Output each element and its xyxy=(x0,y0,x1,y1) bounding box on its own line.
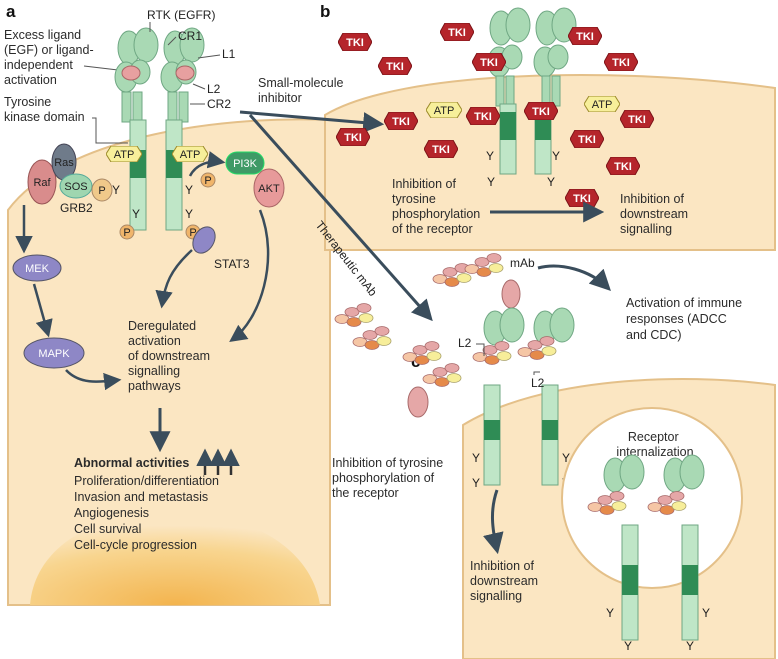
svg-text:TKI: TKI xyxy=(573,193,591,205)
excess-ligand-text: Excess ligand (EGF) or ligand- independe… xyxy=(4,28,97,87)
egfr-receptor-c xyxy=(472,307,575,486)
atp-right-label: ATP xyxy=(180,149,201,161)
internalized-receptors xyxy=(587,454,705,641)
immune-text: Activation of immune responses (ADCC and… xyxy=(626,296,746,342)
l2-c-label-1: L2 xyxy=(458,336,472,350)
svg-text:TKI: TKI xyxy=(532,106,550,118)
y-c-6: Y xyxy=(702,606,710,620)
y-b-4: Y xyxy=(547,175,555,189)
panel-a: a Excess ligand (EGF) or ligand- indepen… xyxy=(4,2,331,606)
cr1-label: CR1 xyxy=(178,29,202,43)
egfr-receptor-right xyxy=(160,27,205,231)
svg-text:TKI: TKI xyxy=(480,57,498,69)
svg-text:TKI: TKI xyxy=(346,37,364,49)
inhibition-receptor-text: Inhibition of tyrosine phosphorylation o… xyxy=(392,177,484,236)
panel-b: b Small-molecule inhibitor Therapeutic m… xyxy=(239,2,776,322)
y-c-5: Y xyxy=(606,606,614,620)
svg-text:TKI: TKI xyxy=(612,57,630,69)
p-right-top: P xyxy=(204,175,211,187)
panel-c: c mAb Activation of immune responses (AD… xyxy=(332,253,776,659)
up-arrows xyxy=(196,448,240,475)
mab-free-6 xyxy=(402,341,442,365)
tyrosine-kinase-label: Tyrosine kinase domain xyxy=(4,95,85,124)
y-c-3: Y xyxy=(472,476,480,490)
cr2-label: CR2 xyxy=(207,97,231,111)
svg-text:TKI: TKI xyxy=(392,116,410,128)
mab-label: mAb xyxy=(510,256,535,270)
inhibition-tyrosine-text: Inhibition of tyrosine phosphorylation o… xyxy=(332,456,447,500)
y-c-8: Y xyxy=(686,639,694,653)
ligand-left xyxy=(121,65,141,81)
raf-label: Raf xyxy=(33,177,51,189)
mapk-label: MAPK xyxy=(38,348,70,360)
y-b-1: Y xyxy=(486,149,494,163)
egfr-receptor-left xyxy=(114,27,159,231)
nucleus-a xyxy=(30,511,320,605)
svg-text:TKI: TKI xyxy=(578,134,596,146)
svg-text:TKI: TKI xyxy=(614,161,632,173)
y-c-1: Y xyxy=(472,451,480,465)
y-b-2: Y xyxy=(552,149,560,163)
svg-text:TKI: TKI xyxy=(386,61,404,73)
y-left-mid: Y xyxy=(132,207,140,221)
pi3k-label: PI3K xyxy=(233,158,258,170)
p-right: P xyxy=(189,227,196,239)
mek-label: MEK xyxy=(25,263,50,275)
l1-label: L1 xyxy=(222,47,236,61)
stat3-label: STAT3 xyxy=(214,257,250,271)
grb2-label: GRB2 xyxy=(60,201,93,215)
mab-free-4 xyxy=(334,303,374,327)
svg-text:TKI: TKI xyxy=(448,27,466,39)
mab-free-7 xyxy=(422,363,462,387)
svg-text:TKI: TKI xyxy=(628,114,646,126)
atp-b-2-label: ATP xyxy=(592,99,613,111)
l2-label: L2 xyxy=(207,82,221,96)
p-grb2: P xyxy=(98,185,105,197)
svg-text:TKI: TKI xyxy=(576,31,594,43)
atp-b-1-label: ATP xyxy=(434,105,455,117)
small-molecule-text: Small-molecule inhibitor xyxy=(258,76,347,105)
panel-b-label: b xyxy=(320,2,330,21)
y-b-3: Y xyxy=(487,175,495,189)
mab-free-5 xyxy=(352,326,392,350)
y-grb2: Y xyxy=(112,183,120,197)
akt-label: AKT xyxy=(258,183,280,195)
mab-free-8 xyxy=(407,386,429,418)
inhibition-downstream-b-text: Inhibition of downstream signalling xyxy=(620,192,692,236)
abnormal-list: Proliferation/differentiation Invasion a… xyxy=(74,474,222,552)
ras-label: Ras xyxy=(54,157,74,169)
rtk-label: RTK (EGFR) xyxy=(147,8,215,22)
y-c-7: Y xyxy=(624,639,632,653)
mab-free-2 xyxy=(464,253,504,277)
y-c-2: Y xyxy=(562,451,570,465)
abnormal-title: Abnormal activities xyxy=(74,456,189,470)
l2-c-label-2: L2 xyxy=(531,376,545,390)
ligand-right xyxy=(175,65,195,81)
inhibition-downstream-c-text: Inhibition of downstream signalling xyxy=(470,559,542,603)
atp-left-label: ATP xyxy=(114,149,135,161)
internalization-text: Receptor internalization xyxy=(616,430,693,459)
p-left: P xyxy=(123,227,130,239)
svg-text:TKI: TKI xyxy=(474,111,492,123)
panel-a-label: a xyxy=(6,2,16,21)
mab-free-3 xyxy=(501,279,521,309)
svg-text:TKI: TKI xyxy=(344,132,362,144)
sos-label: SOS xyxy=(64,181,87,193)
y-right-mid: Y xyxy=(185,207,193,221)
deregulated-text: Deregulated activation of downstream sig… xyxy=(128,319,213,393)
y-right-top: Y xyxy=(185,183,193,197)
svg-text:TKI: TKI xyxy=(432,144,450,156)
